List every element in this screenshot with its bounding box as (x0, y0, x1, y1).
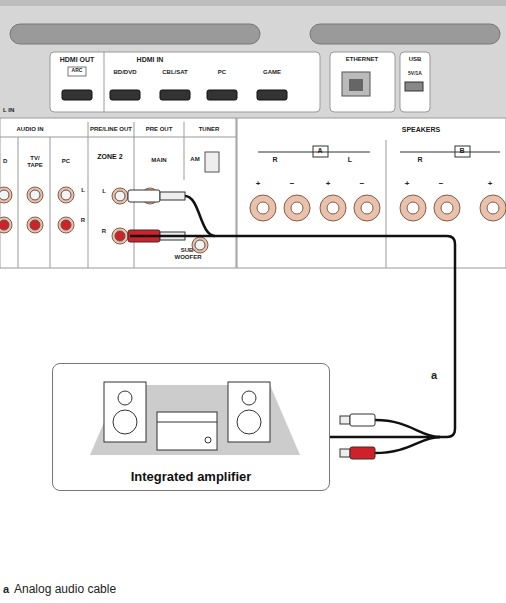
panel-label: 5V/1A (408, 71, 422, 77)
caption-text: Analog audio cable (14, 583, 116, 596)
panel-label: L (348, 156, 352, 164)
panel-label: AM (190, 156, 199, 163)
node-text: ZONE 2 (97, 153, 122, 160)
panel-label: PRE OUT (146, 126, 173, 133)
panel-label: HDMI IN (137, 56, 164, 64)
panel-label: PC (62, 158, 70, 165)
panel-label: PC (218, 69, 226, 76)
panel-label: TUNER (199, 126, 220, 133)
panel-label: ARC (72, 68, 83, 74)
panel-label: USB (409, 56, 422, 63)
panel-label: L IN (3, 107, 14, 114)
panel-label: A (317, 147, 322, 155)
panel-label: AUDIO IN (17, 126, 44, 133)
panel-label: R (272, 156, 277, 164)
panel-label: TV/ TAPE (23, 155, 47, 168)
panel-label: − (439, 180, 444, 189)
node-text: Integrated amplifier (131, 469, 252, 484)
panel-label: L (102, 188, 106, 195)
panel-label: GAME (263, 69, 281, 76)
panel-label: PRE/LINE OUT (90, 126, 132, 133)
caption-text: a (3, 583, 9, 595)
panel-label: − (290, 180, 295, 189)
panel-label: SUB- WOOFER (172, 247, 204, 260)
panel-label: + (488, 180, 493, 189)
panel-label: + (256, 180, 261, 189)
jack-group: ZONE 2 (90, 150, 130, 265)
panel-label: + (405, 180, 410, 189)
panel-label: R (81, 217, 85, 224)
device-box: Integrated amplifier (52, 363, 330, 491)
panel-label: ETHERNET (346, 56, 378, 63)
audio-cable (130, 236, 455, 437)
panel-label: R (417, 156, 422, 164)
panel-label: D (3, 158, 7, 165)
panel-label: R (102, 228, 106, 235)
panel-label: CBL/SAT (162, 69, 188, 76)
panel-label: MAIN (151, 157, 166, 164)
panel-label: BD/DVD (113, 69, 136, 76)
panel-label: HDMI OUT (60, 56, 95, 64)
panel-label: SPEAKERS (402, 126, 441, 134)
panel-label: L (81, 187, 85, 194)
panel-label: + (326, 180, 331, 189)
cable-callout: a (430, 369, 438, 381)
panel-label: − (360, 180, 365, 189)
panel-label: B (459, 147, 464, 155)
